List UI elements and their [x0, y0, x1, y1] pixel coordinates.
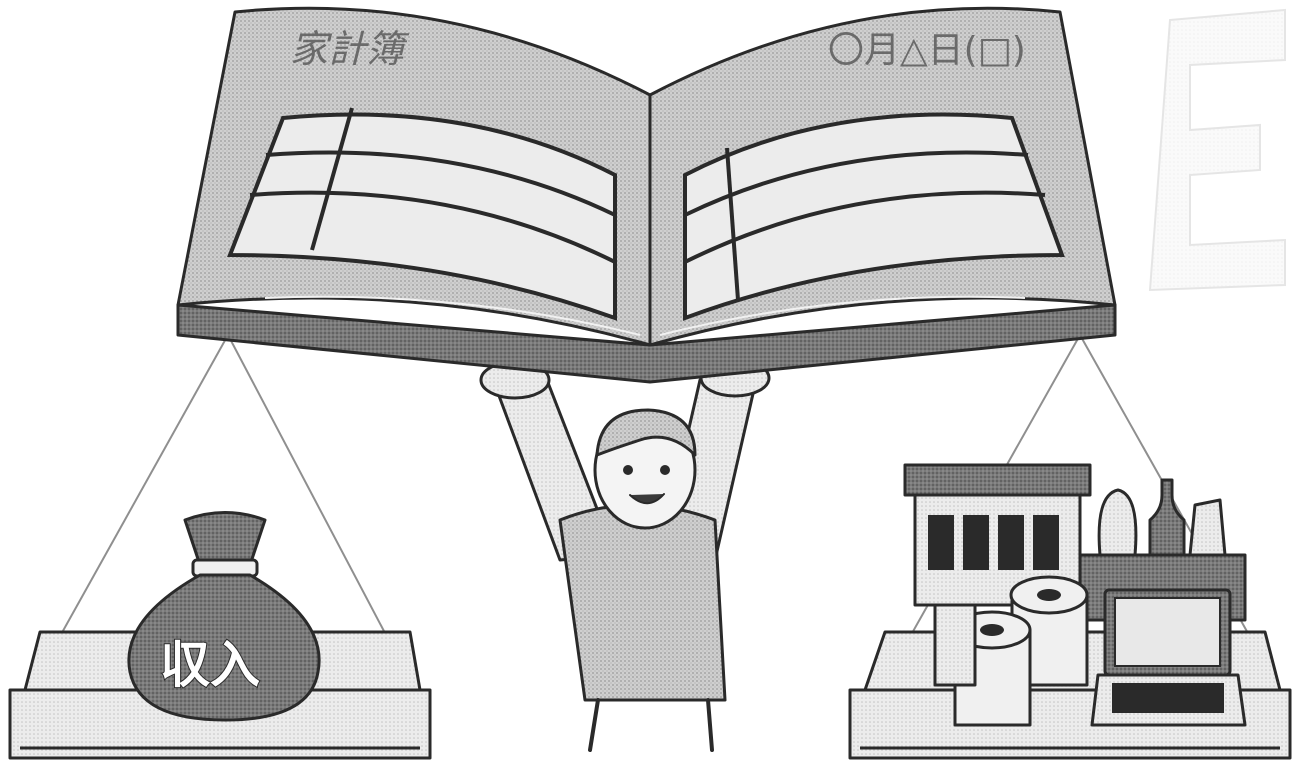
open-ledger-icon: 家計簿 〇月△日(□)	[176, 6, 1117, 384]
ledger-left-table	[227, 107, 617, 321]
watermark	[1148, 8, 1286, 292]
shop-icon	[903, 463, 1092, 607]
ledger-date: 〇月△日(□)	[828, 30, 1026, 71]
ledger-right-table	[683, 112, 1065, 321]
money-bag-icon: 収入	[127, 511, 321, 722]
income-label: 収入	[160, 636, 260, 694]
laptop-icon	[1090, 588, 1247, 727]
ledger-title: 家計簿	[290, 27, 410, 71]
person-lifting-icon	[479, 358, 771, 752]
